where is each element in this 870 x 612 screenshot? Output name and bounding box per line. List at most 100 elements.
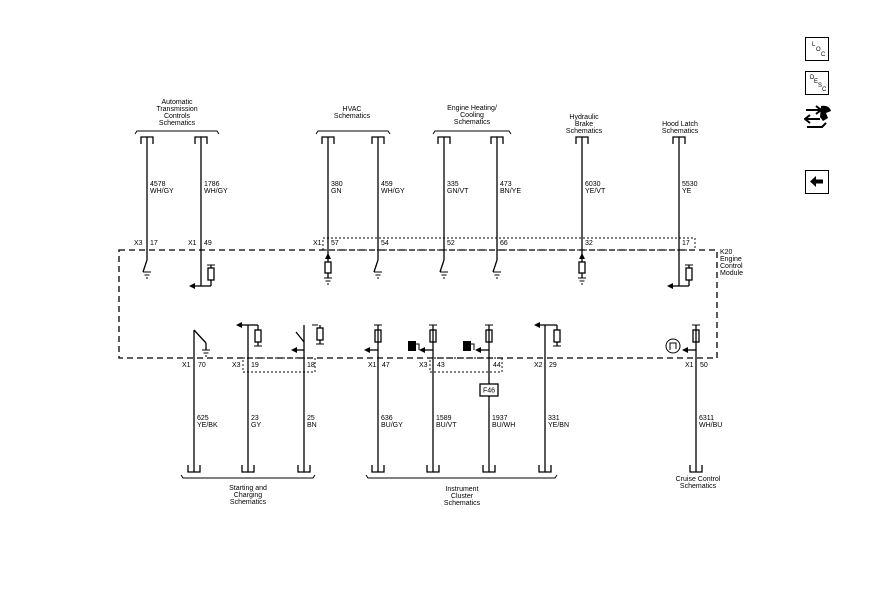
top-wires [146, 137, 680, 286]
group-line: Schematics [444, 500, 481, 507]
wire-color: GY [251, 422, 261, 429]
group-line: Schematics [680, 483, 717, 490]
group-line: Cluster [451, 493, 474, 500]
connector-id: X1 [685, 362, 694, 369]
wire-circuit: 6030 [585, 181, 601, 188]
wire-circuit: 1589 [436, 415, 452, 422]
group-line: Transmission [156, 106, 197, 113]
back-button[interactable] [805, 170, 829, 194]
group-line: Charging [234, 492, 263, 499]
wire-circuit: 459 [381, 181, 393, 188]
top-pin-labels: X3 17 X1 49 X1 57 54 52 66 32 17 [134, 240, 690, 247]
group-line: Schematics [566, 128, 603, 135]
top-internal-symbols [142, 253, 693, 289]
wire-circuit: 5530 [682, 181, 698, 188]
wire-color: GN/VT [447, 188, 469, 195]
wire-circuit: 473 [500, 181, 512, 188]
fuse-f46[interactable]: F46 [479, 383, 499, 397]
wire-color: WH/GY [150, 188, 174, 195]
group-line: Schematics [230, 499, 267, 506]
pin-number: 17 [150, 240, 158, 247]
group-hydraulic-brake[interactable]: Hydraulic Brake Schematics [566, 114, 603, 135]
connector-id: X1 [188, 240, 197, 247]
group-automatic-transmission[interactable]: Automatic Transmission Controls Schemati… [156, 99, 197, 127]
group-line: Schematics [662, 128, 699, 135]
fuse-label: F46 [483, 388, 495, 395]
wire-circuit: 1937 [492, 415, 508, 422]
wire-color: YE/VT [585, 188, 606, 195]
wire-color: WH/BU [699, 422, 722, 429]
pin-number: 70 [198, 362, 206, 369]
wire-circuit: 380 [331, 181, 343, 188]
wire-color: BN [307, 422, 317, 429]
module-line: K20 [720, 249, 733, 256]
module-line: Control [720, 263, 743, 270]
group-line: Controls [164, 113, 191, 120]
group-line: Schematics [454, 119, 491, 126]
module-line: Engine [720, 256, 742, 263]
desc-letter: D [810, 75, 815, 81]
group-line: Instrument [445, 486, 478, 493]
group-line: Schematics [159, 120, 196, 127]
group-hvac[interactable]: HVAC Schematics [334, 106, 371, 120]
group-line: Hood Latch [662, 121, 698, 128]
pin-number: 17 [682, 240, 690, 247]
wire-color: BU/GY [381, 422, 403, 429]
pin-number: 52 [447, 240, 455, 247]
desc-letter: E [814, 79, 819, 85]
group-line: Schematics [334, 113, 371, 120]
wire-circuit: 4578 [150, 181, 166, 188]
group-instrument-cluster[interactable]: Instrument Cluster Schematics [444, 486, 481, 507]
arrow-left-icon [810, 176, 823, 187]
wire-circuit: 331 [548, 415, 560, 422]
bottom-wires [193, 358, 697, 472]
description-button[interactable]: D E S C [805, 71, 829, 95]
connector-view-icon[interactable] [804, 103, 834, 131]
pin-number: 54 [381, 240, 389, 247]
wire-color: WH/GY [204, 188, 228, 195]
top-wire-labels: 4578 WH/GY 1786 WH/GY 380 GN 459 WH/GY 3… [150, 181, 698, 195]
pin-number: 50 [700, 362, 708, 369]
group-line: Hydraulic [569, 114, 599, 121]
bottom-brackets [180, 474, 558, 479]
bottom-wire-labels: 625 YE/BK 23 GY 25 BN 636 BU/GY 1589 BU/… [197, 415, 722, 429]
top-terminals [140, 136, 686, 144]
wire-color: BU/WH [492, 422, 515, 429]
loc-letter: O [816, 47, 821, 53]
wire-circuit: 335 [447, 181, 459, 188]
pin-number: 57 [331, 240, 339, 247]
group-starting-charging[interactable]: Starting and Charging Schematics [229, 485, 267, 506]
pin-number: 47 [382, 362, 390, 369]
connector-id: X3 [419, 362, 428, 369]
pin-number: 49 [204, 240, 212, 247]
group-line: Automatic [161, 99, 193, 106]
location-button[interactable]: L O C [805, 37, 829, 61]
group-cruise-control[interactable]: Cruise Control Schematics [676, 476, 721, 490]
wire-circuit: 6311 [699, 415, 714, 422]
group-line: Cruise Control [676, 476, 721, 483]
loc-letter: C [821, 52, 826, 58]
pin-number: 32 [585, 240, 593, 247]
fuel-pump-icon [408, 341, 420, 351]
wire-color: BU/VT [436, 422, 457, 429]
connector-id: X2 [534, 362, 543, 369]
group-hood-latch[interactable]: Hood Latch Schematics [662, 121, 699, 135]
group-engine-heating[interactable]: Engine Heating/ Cooling Schematics [447, 105, 497, 126]
wire-color: GN [331, 188, 342, 195]
top-brackets [134, 130, 512, 135]
wire-circuit: 636 [381, 415, 393, 422]
pin-number: 29 [549, 362, 557, 369]
wire-circuit: 23 [251, 415, 259, 422]
bottom-terminals [187, 465, 703, 473]
group-line: Engine Heating/ [447, 105, 497, 112]
bottom-internal-symbols [193, 322, 700, 358]
pin-number: 44 [493, 362, 501, 369]
wire-circuit: 1786 [204, 181, 220, 188]
pin-number: 18 [307, 362, 315, 369]
wire-circuit: 25 [307, 415, 315, 422]
bottom-pin-labels: X1 70 X3 19 18 X1 47 X3 43 44 X2 29 X1 5… [182, 362, 708, 369]
pin-number: 66 [500, 240, 508, 247]
module-outline [118, 237, 718, 373]
wire-color: WH/GY [381, 188, 405, 195]
desc-letter: S [818, 83, 823, 89]
